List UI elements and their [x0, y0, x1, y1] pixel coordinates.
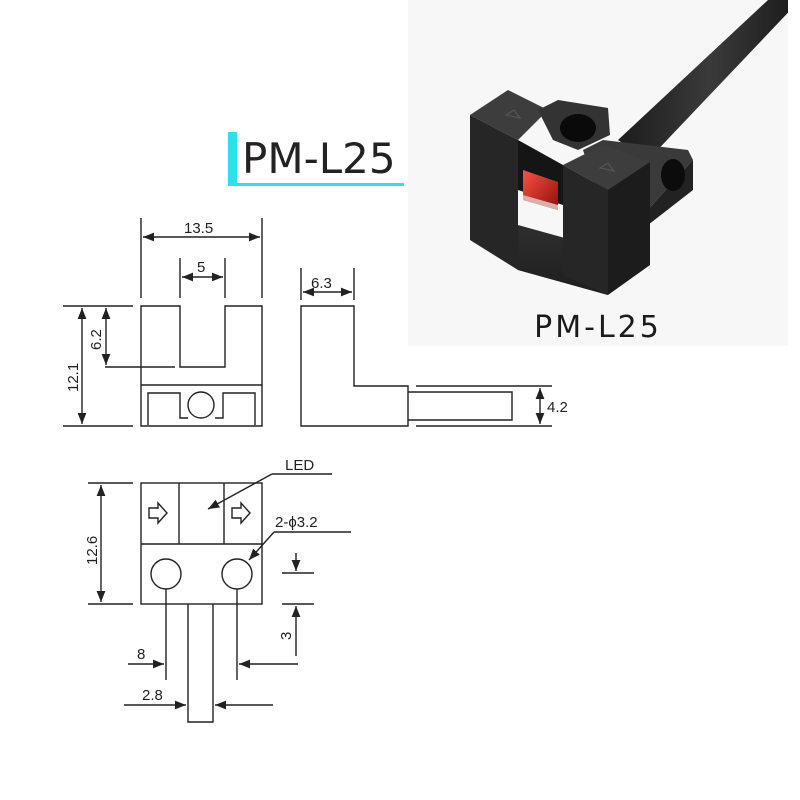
dim-height: 12.1 — [65, 363, 82, 392]
right-arrow-icon — [148, 501, 168, 525]
model-title: PM-L25 — [228, 132, 404, 186]
sensor-photo-illustration — [470, 0, 800, 295]
model-title-text: PM-L25 — [242, 134, 396, 183]
dim-width: 13.5 — [184, 220, 213, 237]
title-underline — [228, 183, 404, 186]
dim-hole-pitch: 8 — [137, 646, 145, 663]
title-accent-bar — [228, 132, 237, 186]
dim-lead-width: 2.8 — [142, 687, 163, 704]
dim-hole-offset: 3 — [278, 632, 295, 640]
dim-slot-width: 5 — [197, 259, 205, 276]
dim-side-width: 6.3 — [311, 275, 332, 292]
product-photo: PM-L25 — [408, 0, 800, 346]
led-label: LED — [285, 457, 314, 474]
hole-label: 2-ϕ3.2 — [275, 514, 318, 531]
dim-cable-height: 4.2 — [547, 399, 568, 416]
dim-top-height: 12.6 — [84, 536, 101, 565]
photo-caption: PM-L25 — [534, 310, 662, 345]
right-arrow-icon — [231, 501, 251, 525]
side-view — [300, 268, 552, 427]
top-view — [88, 473, 351, 723]
dim-slot-depth: 6.2 — [88, 329, 105, 350]
front-view — [63, 218, 263, 427]
